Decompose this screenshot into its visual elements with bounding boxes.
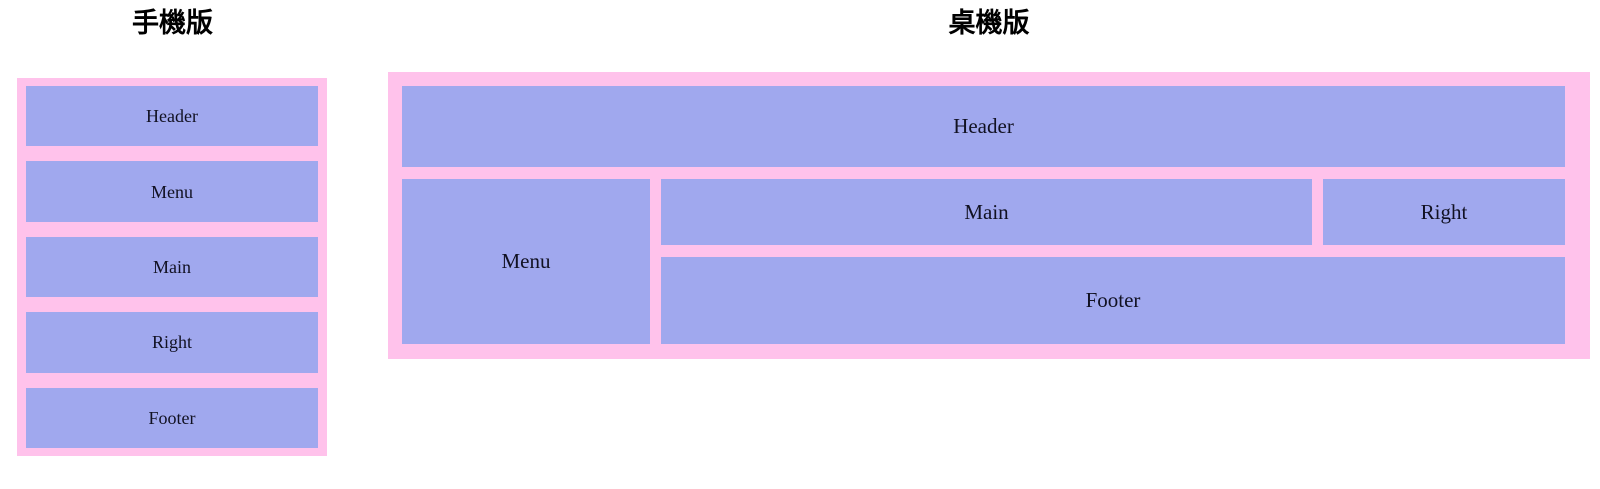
mobile-layout-title: 手機版 [132, 8, 213, 39]
mobile-region-header: Header [26, 86, 318, 147]
desktop-region-main: Main [661, 179, 1312, 245]
desktop-region-header: Header [402, 86, 1565, 167]
mobile-layout-panel: Header Menu Main Right Footer [17, 78, 327, 456]
mobile-region-right: Right [26, 312, 318, 373]
desktop-layout-panel: Header Menu Main Right Footer [388, 72, 1590, 359]
mobile-region-menu: Menu [26, 161, 318, 222]
desktop-region-footer: Footer [661, 257, 1565, 344]
desktop-layout-title: 桌機版 [948, 8, 1030, 39]
desktop-region-menu: Menu [402, 179, 650, 344]
mobile-region-main: Main [26, 236, 318, 298]
mobile-region-footer: Footer [26, 387, 318, 449]
desktop-region-right: Right [1323, 179, 1565, 245]
